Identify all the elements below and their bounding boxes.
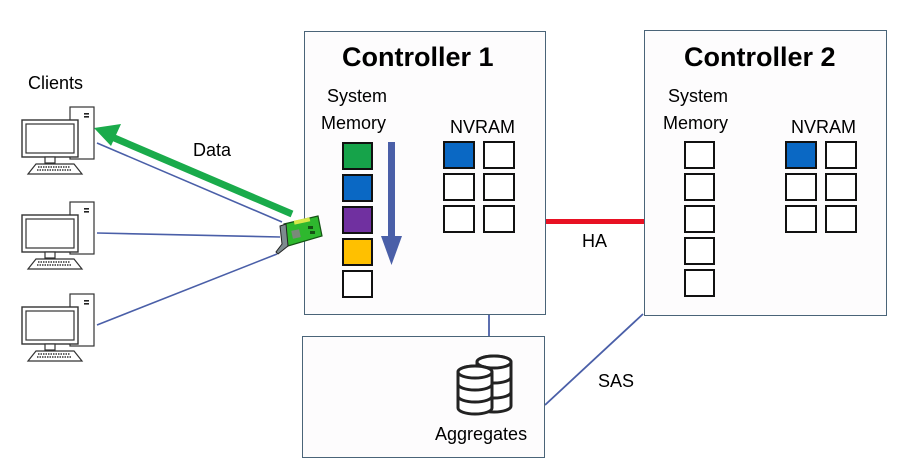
sas-link-label: SAS <box>598 371 635 391</box>
controller1-nvram-cell-2 <box>483 141 515 169</box>
controller1-system-memory-cell-1 <box>342 142 373 170</box>
controller2-nvram-cell-3 <box>785 173 817 201</box>
controller2-system-memory-label-2: Memory <box>663 113 729 133</box>
controller1-system-memory-cell-3 <box>342 206 373 234</box>
aggregates-label: Aggregates <box>435 424 528 444</box>
controller2-nvram-cell-1 <box>785 141 817 169</box>
controller2-nvram-cell-4 <box>825 173 857 201</box>
controller2-nvram-cell-5 <box>785 205 817 233</box>
clients-label: Clients <box>28 73 84 93</box>
controller1-nvram-cell-4 <box>483 173 515 201</box>
controller1-system-memory-cell-2 <box>342 174 373 202</box>
client1-link <box>96 142 283 223</box>
controller2-title: Controller 2 <box>684 42 836 72</box>
controller1-system-memory-cell-5 <box>342 270 373 298</box>
controller1-nvram-cell-5 <box>443 205 475 233</box>
controller1-box: Controller 1 System Memory NVRAM <box>304 31 546 315</box>
controller2-nvram-label: NVRAM <box>791 117 857 137</box>
controller2-system-memory-cell-4 <box>684 237 715 265</box>
network-card-icon <box>275 215 323 255</box>
controller1-system-memory-label-1: System <box>327 86 388 106</box>
controller1-title: Controller 1 <box>342 42 494 72</box>
controller2-system-memory-cell-3 <box>684 205 715 233</box>
controller2-system-memory-cell-1 <box>684 141 715 169</box>
controller1-system-memory-cell-4 <box>342 238 373 266</box>
client-computer-icon[interactable] <box>16 105 106 175</box>
aggregates-box: Aggregates <box>302 336 545 458</box>
controller2-nvram-cell-2 <box>825 141 857 169</box>
client2-link <box>96 232 281 238</box>
controller1-nvram-cell-3 <box>443 173 475 201</box>
controller2-system-memory-label-1: System <box>668 86 729 106</box>
database-icon <box>456 354 513 416</box>
controller2-box: Controller 2 System Memory NVRAM <box>644 30 887 316</box>
client-computer-icon[interactable] <box>16 200 106 270</box>
controller1-nvram-label: NVRAM <box>450 117 516 137</box>
controller2-system-memory-cell-5 <box>684 269 715 297</box>
sas-link-line <box>544 313 644 406</box>
ha-link-label: HA <box>582 231 608 251</box>
controller1-nvram-cell-1 <box>443 141 475 169</box>
controller2-nvram-cell-6 <box>825 205 857 233</box>
controller2-system-memory-cell-2 <box>684 173 715 201</box>
ha-link-line <box>546 219 644 224</box>
controller1-system-memory-label-2: Memory <box>321 113 387 133</box>
controller1-nvram-cell-6 <box>483 205 515 233</box>
data-arrow-label: Data <box>193 140 232 160</box>
memory-flow-arrow-icon <box>381 142 402 265</box>
client3-link <box>96 253 278 326</box>
client-computer-icon[interactable] <box>16 292 106 362</box>
